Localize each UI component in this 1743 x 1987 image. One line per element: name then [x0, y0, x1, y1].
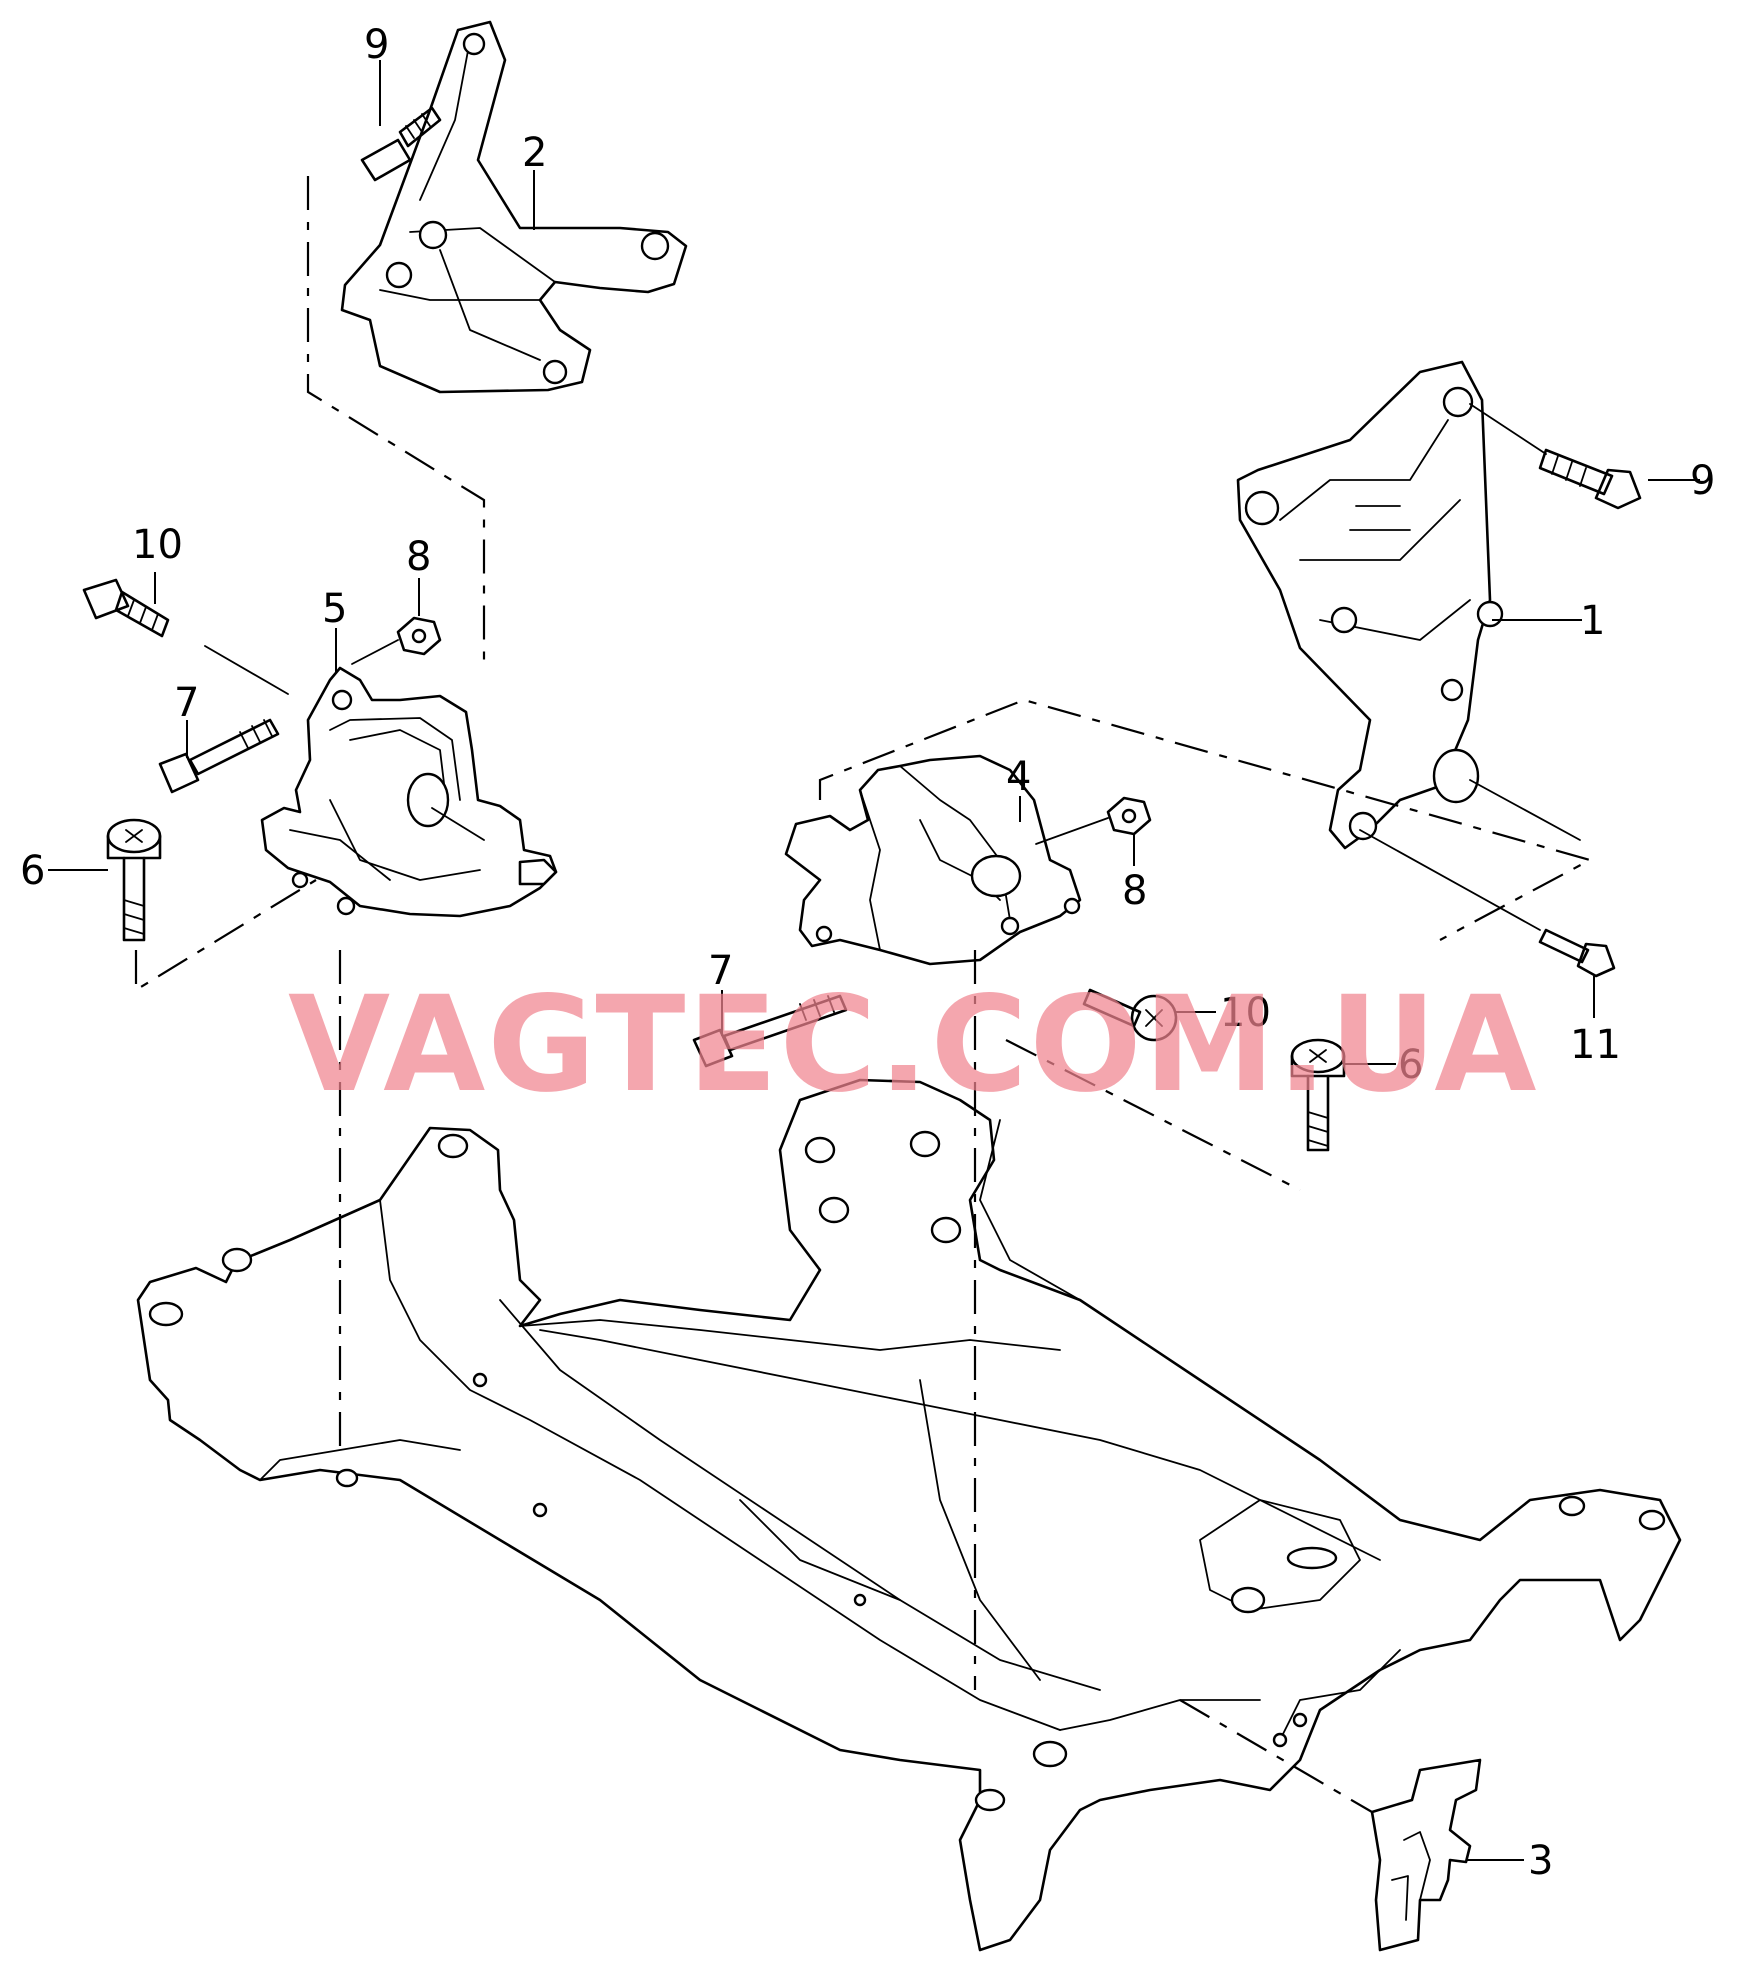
- part-1-gearbox-bracket: [1236, 360, 1504, 850]
- callout-6-left: 6: [20, 848, 45, 894]
- part-5-engine-mount-left: [260, 666, 558, 918]
- part-7-bolt-left: [158, 718, 280, 794]
- part-9-bolt-top: [360, 106, 442, 182]
- callout-10-left: 10: [132, 522, 183, 568]
- callout-7-right: 7: [708, 948, 733, 994]
- part-7-bolt-right: [692, 994, 848, 1068]
- callout-3: 3: [1528, 1838, 1553, 1884]
- part-3-clip: [1370, 1758, 1482, 1952]
- callout-8-left: 8: [406, 534, 431, 580]
- part-11-bolt: [1538, 928, 1616, 978]
- watermark-text: VAGTEC.COM.UA: [288, 968, 1538, 1122]
- part-2-engine-bracket: [340, 20, 688, 394]
- callout-9-top: 9: [364, 22, 389, 68]
- callout-2: 2: [522, 130, 547, 176]
- assembly-lines: [134, 176, 1593, 1813]
- part-9-bolt-right: [1538, 448, 1642, 510]
- callout-11: 11: [1570, 1022, 1621, 1068]
- part-8-nut-left: [396, 616, 442, 656]
- callout-8-right: 8: [1122, 868, 1147, 914]
- part-8-nut-right: [1106, 796, 1152, 836]
- callout-7-left: 7: [174, 680, 199, 726]
- callout-4: 4: [1006, 754, 1031, 800]
- callout-6-right: 6: [1398, 1042, 1423, 1088]
- callout-10-right: 10: [1220, 990, 1271, 1036]
- callout-9-right: 9: [1690, 458, 1715, 504]
- callout-5: 5: [322, 586, 347, 632]
- leader-lines: [48, 60, 1700, 1861]
- part-4-engine-mount-right: [784, 754, 1082, 966]
- part-6-bolt-right: [1290, 1038, 1346, 1152]
- part-6-bolt-left: [106, 818, 162, 942]
- subframe-crossmember: [136, 1078, 1682, 1952]
- part-10-bolt-left: [82, 578, 170, 638]
- part-10-bolt-right: [1082, 988, 1178, 1042]
- callout-labels: 9 2 9 1 10 8 5 7 6 4 8 7 10 6 11 3: [20, 22, 1715, 1884]
- callout-1: 1: [1580, 598, 1605, 644]
